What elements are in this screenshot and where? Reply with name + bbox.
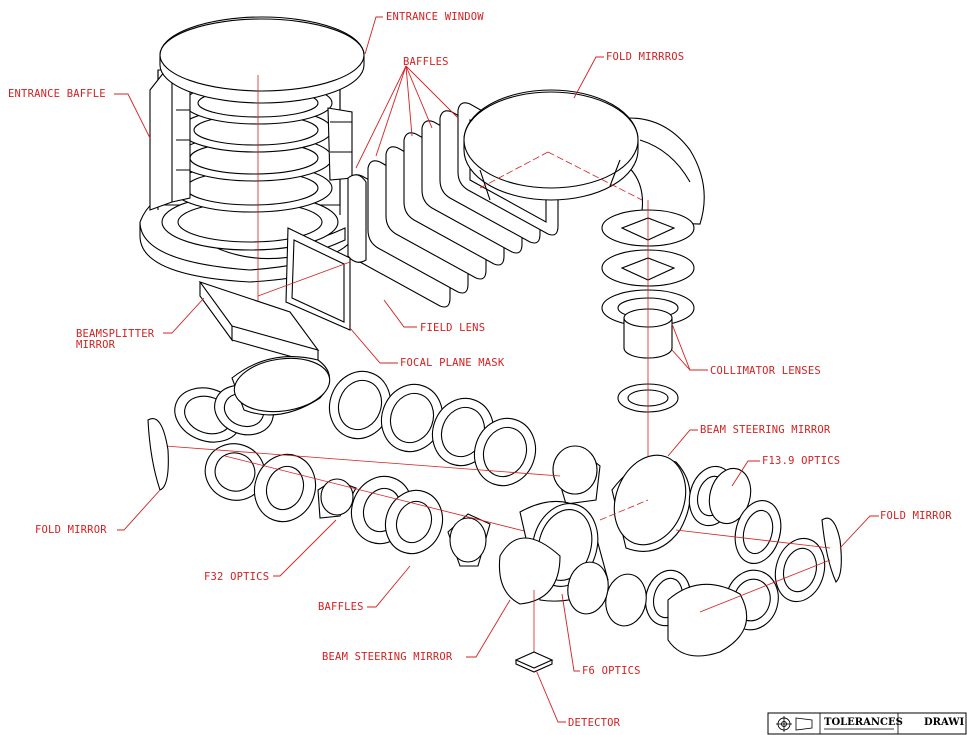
collimator-lenses [601,200,695,500]
label-fold-mirror-left: FOLD MIRROR [35,524,107,536]
label-beamsplitter: BEAMSPLITTER [76,328,155,340]
tolerances-label: TOLERANCES [824,717,903,728]
label-f13-optics: F13.9 OPTICS [762,455,840,467]
f32-optics-train [147,356,601,567]
label-beam-steering-mirror-bottom: BEAM STEERING MIRROR [322,651,453,663]
projection-symbol-icon [776,716,813,732]
label-fold-mirror-right: FOLD MIRROR [880,510,952,522]
fold-mirrors [463,89,705,225]
label-collimator-lenses: COLLIMATOR LENSES [710,365,821,377]
focal-plane-mask [257,227,351,331]
label-detector: DETECTOR [568,717,621,729]
label-baffles-bottom: BAFFLES [318,601,364,613]
f6-f13-optics-train [498,454,842,657]
label-f32-optics: F32 OPTICS [204,571,269,583]
leader-lines [114,16,879,723]
label-beamsplitter-mirror: MIRROR [76,339,116,351]
label-focal-plane-mask: FOCAL PLANE MASK [400,357,505,369]
entrance-window [159,16,365,104]
label-entrance-baffle: ENTRANCE BAFFLE [8,88,106,100]
label-field-lens: FIELD LENS [420,322,485,334]
drawing-label: DRAWI [924,717,964,728]
label-entrance-window: ENTRANCE WINDOW [386,11,484,23]
label-baffles-top: BAFFLES [403,56,449,68]
detector [514,651,554,673]
title-block: TOLERANCES DRAWI [767,712,967,735]
label-fold-mirrors: FOLD MIRRROS [606,51,684,63]
label-f6-optics: F6 OPTICS [582,665,641,677]
callout-labels: ENTRANCE WINDOW ENTRANCE BAFFLE BAFFLES … [8,11,952,729]
label-beam-steering-mirror-right: BEAM STEERING MIRROR [700,424,831,436]
